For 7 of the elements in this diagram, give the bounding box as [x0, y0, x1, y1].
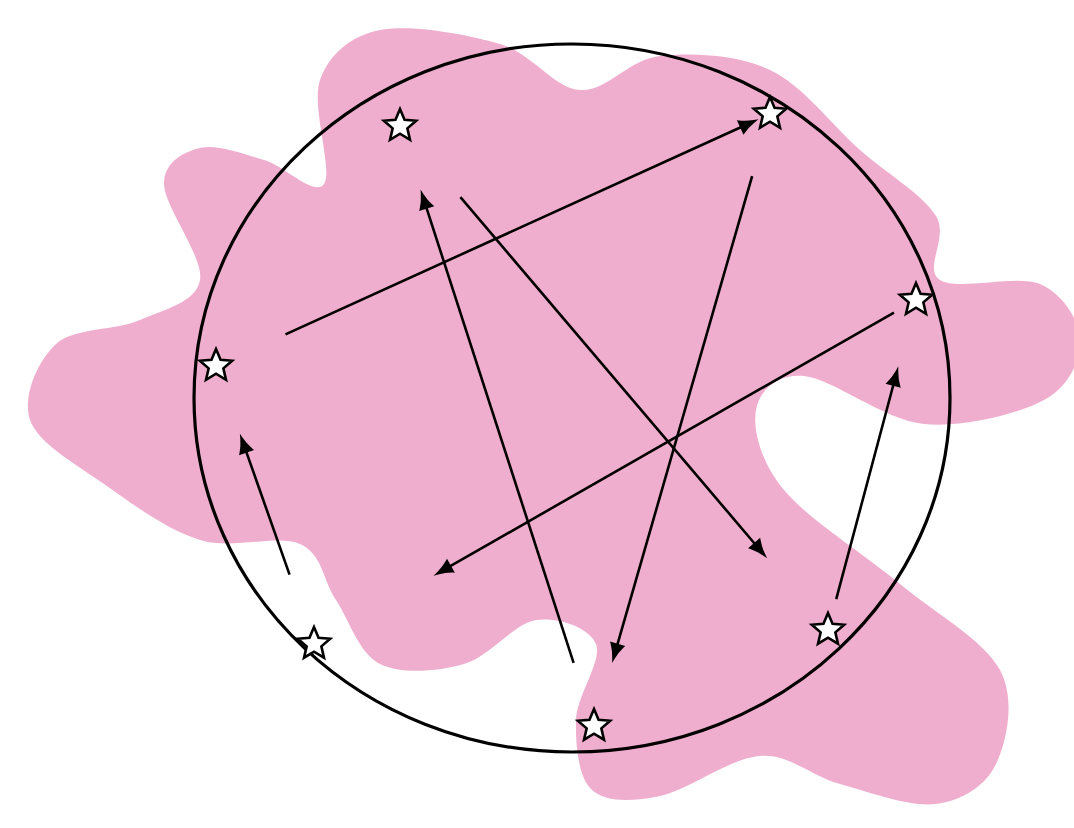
arrow [834, 370, 901, 600]
arrow [610, 175, 754, 660]
arrow [239, 437, 291, 576]
arrow [459, 196, 766, 556]
arrow [284, 120, 756, 336]
arrow [419, 193, 575, 664]
arrow [436, 311, 895, 575]
